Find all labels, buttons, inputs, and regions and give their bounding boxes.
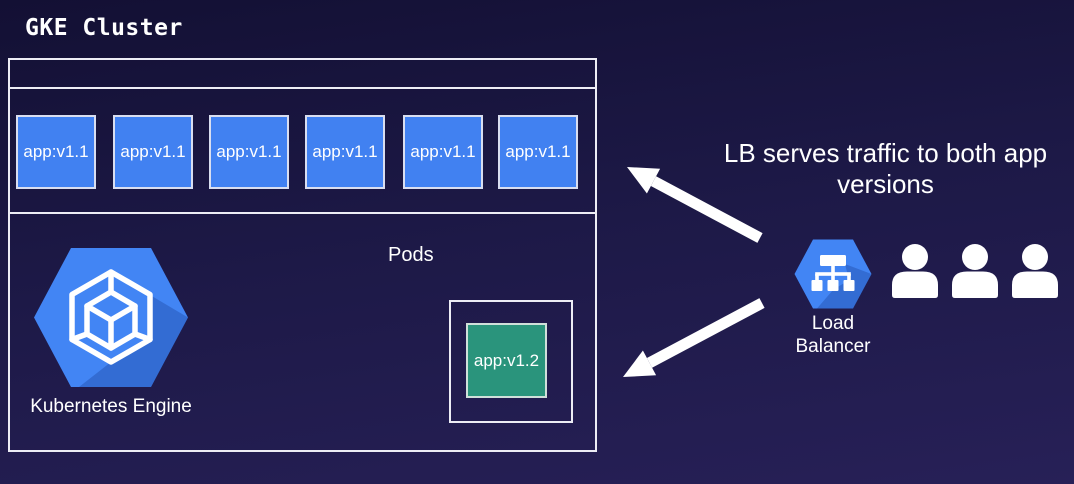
user-silhouette-icon xyxy=(1012,244,1058,298)
pod-v1-1: app:v1.1 xyxy=(305,115,385,189)
load-balancer-hexagon-icon xyxy=(794,239,872,309)
kubernetes-engine-label: Kubernetes Engine xyxy=(30,396,192,417)
pod-v1-1: app:v1.1 xyxy=(16,115,96,189)
pod-v1-1: app:v1.1 xyxy=(498,115,578,189)
user-silhouette-icon xyxy=(952,244,998,298)
gke-cluster-boundary xyxy=(8,58,597,452)
pods-row-divider xyxy=(10,212,595,214)
pod-v1-1: app:v1.1 xyxy=(403,115,483,189)
pod-v1-1: app:v1.1 xyxy=(209,115,289,189)
pod-v1-1: app:v1.1 xyxy=(113,115,193,189)
canary-pod-boundary xyxy=(449,300,573,423)
lb-annotation-text: LB serves traffic to both app versions xyxy=(723,138,1048,199)
diagram-title: GKE Cluster xyxy=(25,15,183,41)
kubernetes-engine-hexagon-icon xyxy=(34,248,188,387)
pods-label: Pods xyxy=(388,244,434,266)
cluster-header-divider xyxy=(10,87,595,89)
load-balancer-label: Load Balancer xyxy=(795,313,871,357)
pod-v1-2: app:v1.2 xyxy=(466,323,547,398)
user-silhouette-icon xyxy=(892,244,938,298)
